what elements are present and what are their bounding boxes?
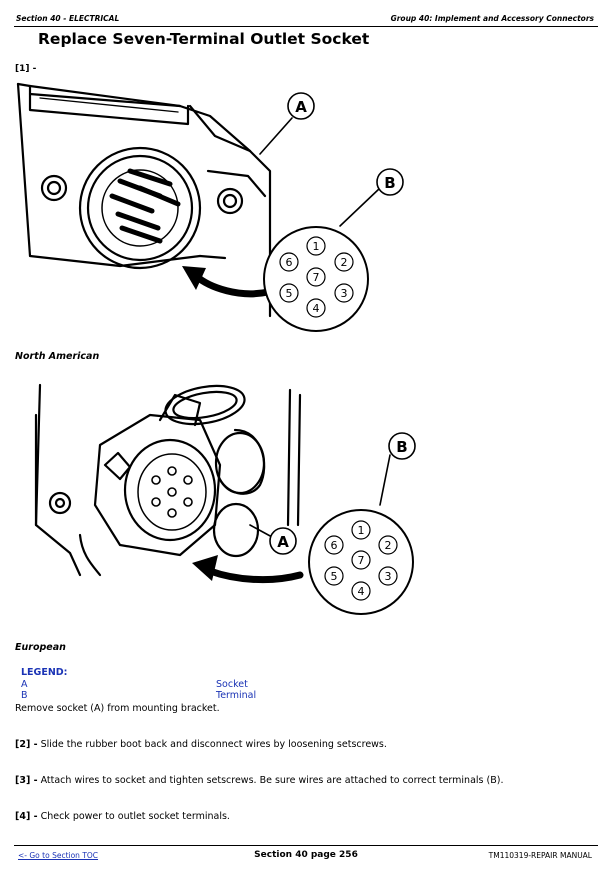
step-1-text: Remove socket (A) from mounting bracket. bbox=[15, 703, 220, 714]
figure-1-caption: North American bbox=[15, 351, 100, 362]
step-4-text: Check power to outlet socket terminals. bbox=[40, 811, 230, 822]
page-title: Replace Seven-Terminal Outlet Socket bbox=[38, 30, 370, 48]
legend-title: LEGEND: bbox=[21, 667, 68, 678]
figure-2-caption: European bbox=[15, 642, 66, 653]
legend-key-b: B bbox=[21, 690, 28, 701]
callout-b-label: B bbox=[384, 174, 395, 192]
step-3-text: Attach wires to socket and tighten setsc… bbox=[40, 775, 504, 786]
terminal-4: 4 bbox=[313, 302, 320, 315]
manual-id: TM110319-REPAIR MANUAL bbox=[488, 851, 592, 860]
north-american-socket-figure: A B 1 2 3 4 5 6 7 bbox=[16, 82, 404, 332]
step-2: [2] - Slide the rubber boot back and dis… bbox=[15, 739, 387, 750]
callout-a-label: A bbox=[295, 98, 307, 116]
callout-b-circle bbox=[376, 168, 404, 196]
step-1-label: [1] - bbox=[15, 64, 37, 74]
header-divider bbox=[14, 26, 598, 27]
page-number: Section 40 page 256 bbox=[254, 850, 358, 860]
header-group: Group 40: Implement and Accessory Connec… bbox=[390, 14, 594, 23]
terminal-1: 1 bbox=[313, 240, 320, 253]
callout-a-label: A bbox=[277, 533, 289, 551]
terminal-6: 6 bbox=[331, 539, 338, 552]
step-3: [3] - Attach wires to socket and tighten… bbox=[15, 775, 503, 786]
legend-value-terminal: Terminal bbox=[216, 690, 257, 701]
terminal-3: 3 bbox=[385, 570, 392, 583]
callout-a-circle bbox=[269, 527, 297, 555]
terminal-7: 7 bbox=[313, 271, 320, 284]
terminal-7: 7 bbox=[358, 554, 365, 567]
legend-key-a: A bbox=[21, 679, 28, 690]
step-2-label: [2] - bbox=[15, 739, 38, 750]
european-socket-figure: B A 1 2 3 4 5 6 7 bbox=[34, 383, 416, 615]
step-2-text: Slide the rubber boot back and disconnec… bbox=[40, 739, 387, 750]
terminal-6: 6 bbox=[286, 256, 293, 269]
terminal-4: 4 bbox=[358, 585, 365, 598]
terminal-3: 3 bbox=[341, 287, 348, 300]
step-4-label: [4] - bbox=[15, 811, 38, 822]
callout-b-label: B bbox=[396, 438, 407, 456]
terminal-2: 2 bbox=[385, 539, 392, 552]
footer-divider bbox=[14, 845, 598, 846]
callout-b-circle bbox=[388, 432, 416, 460]
legend-value-socket: Socket bbox=[216, 679, 248, 690]
header-section: Section 40 - ELECTRICAL bbox=[16, 14, 120, 23]
terminal-5: 5 bbox=[331, 570, 338, 583]
terminal-5: 5 bbox=[286, 287, 293, 300]
terminal-1: 1 bbox=[358, 524, 365, 537]
go-to-toc-link[interactable]: <- Go to Section TOC bbox=[18, 851, 99, 860]
terminal-2: 2 bbox=[341, 256, 348, 269]
step-4: [4] - Check power to outlet socket termi… bbox=[15, 811, 230, 822]
callout-a-circle bbox=[287, 92, 315, 120]
step-3-label: [3] - bbox=[15, 775, 38, 786]
